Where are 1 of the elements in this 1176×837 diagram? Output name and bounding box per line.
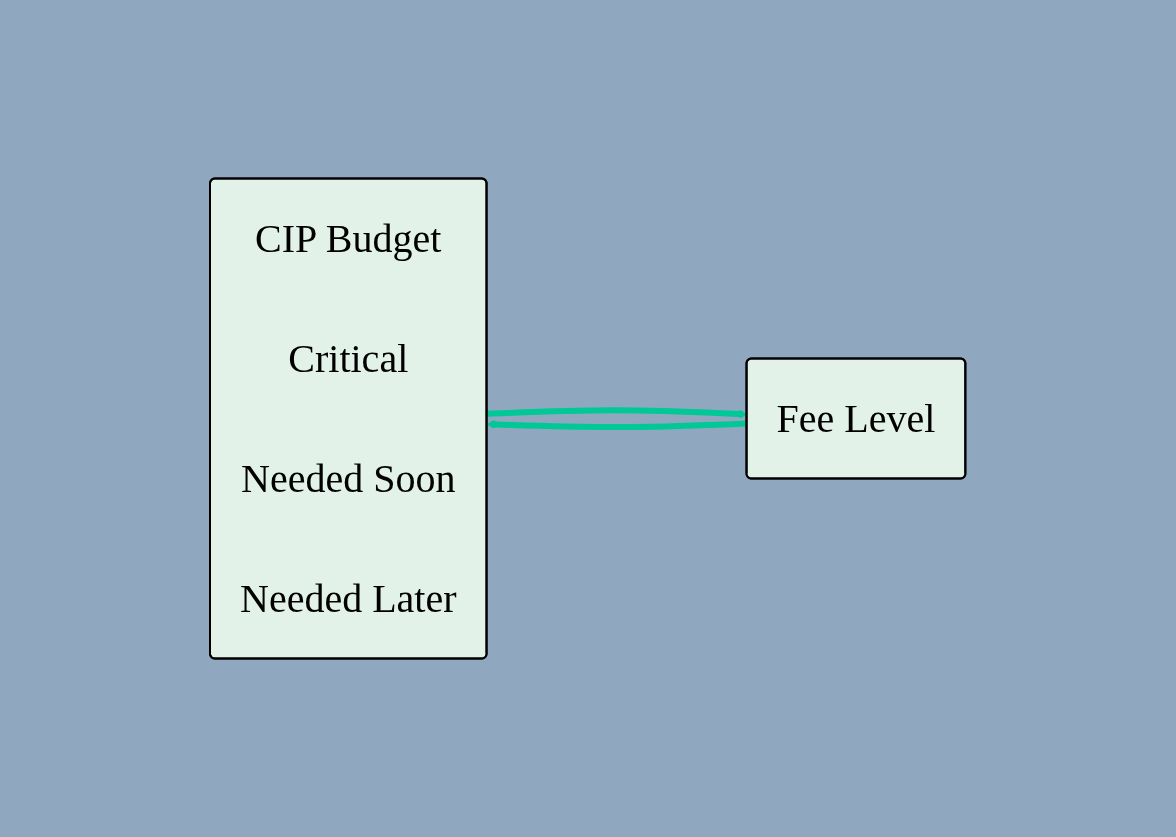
arrow [486,420,748,430]
